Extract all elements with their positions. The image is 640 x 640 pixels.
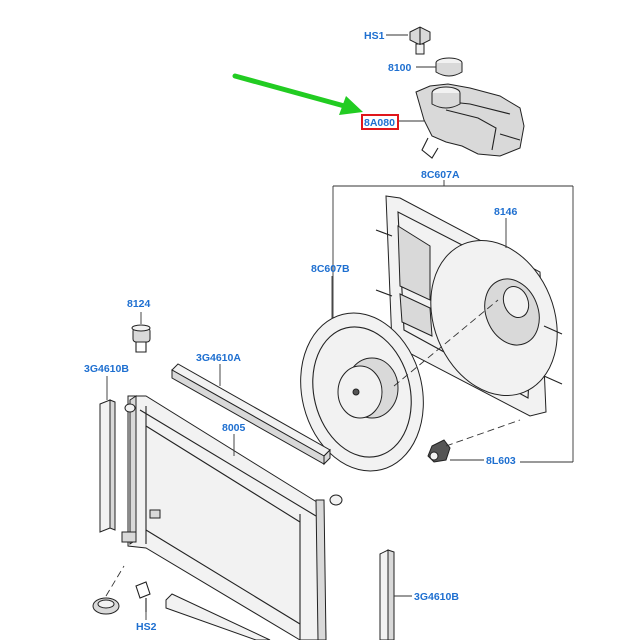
fan-motor [337, 299, 499, 419]
label-8124[interactable]: 8124 [127, 298, 151, 310]
hs1-screw [409, 26, 431, 55]
8124-grommet [131, 324, 151, 353]
label-hs1[interactable]: HS1 [364, 30, 385, 42]
label-3g4610b-right[interactable]: 3G4610B [414, 591, 459, 603]
8l603-dash [445, 419, 521, 447]
label-8c607b[interactable]: 8C607B [311, 263, 350, 275]
hs2-grommet [92, 565, 151, 615]
label-hs2[interactable]: HS2 [136, 621, 157, 633]
3g4610a-strip [171, 363, 331, 466]
fan-shroud [375, 195, 563, 417]
label-3g4610b-left[interactable]: 3G4610B [84, 363, 129, 375]
3g4610b-right-strip [379, 549, 395, 640]
label-8100[interactable]: 8100 [388, 62, 412, 74]
pointer-arrow [232, 73, 363, 115]
label-8146[interactable]: 8146 [494, 206, 518, 218]
label-8a080[interactable]: 8A080 [364, 117, 395, 129]
expansion-tank [415, 83, 525, 159]
8l603-connector [427, 439, 451, 463]
radiator [121, 395, 343, 640]
label-8l603[interactable]: 8L603 [486, 455, 516, 467]
8100-cap [435, 57, 463, 77]
label-8a080-highlight [361, 114, 399, 130]
label-8005[interactable]: 8005 [222, 422, 246, 434]
3g4610b-left-strip [99, 399, 116, 533]
label-3g4610a[interactable]: 3G4610A [196, 352, 241, 364]
label-8c607a[interactable]: 8C607A [421, 169, 460, 181]
8c607a-bracket [332, 180, 574, 463]
lower-strip [165, 593, 271, 640]
